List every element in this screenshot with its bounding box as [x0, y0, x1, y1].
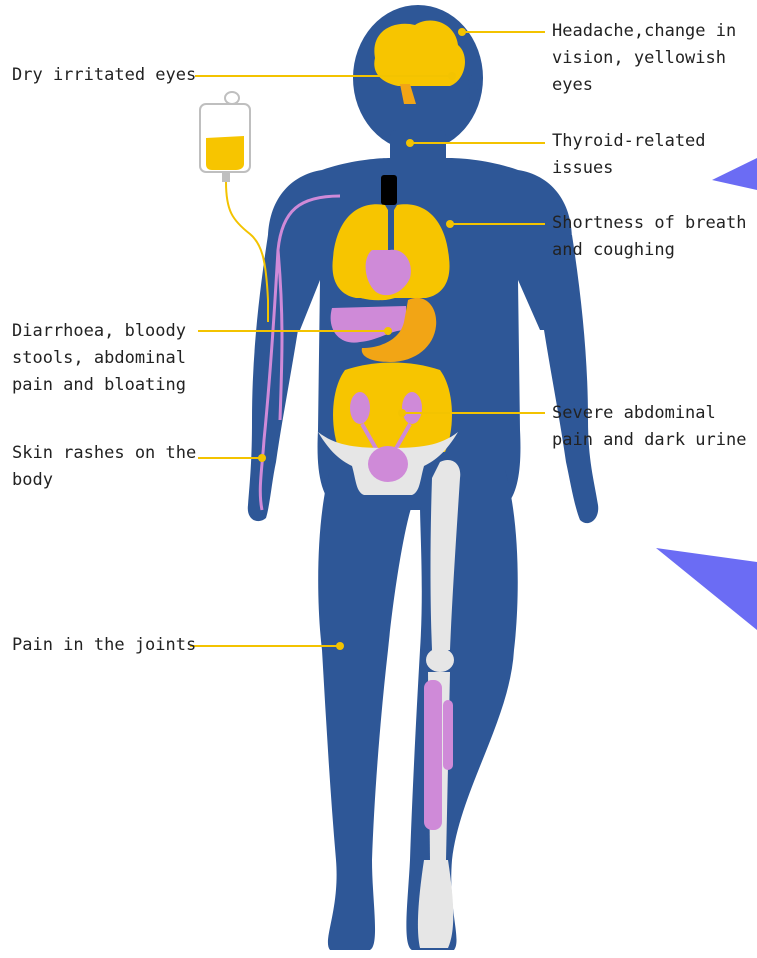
- label-line: Thyroid-related: [552, 128, 706, 155]
- label-breath: Shortness of breath and coughing: [552, 210, 746, 264]
- leader-headache-dot: [458, 28, 466, 36]
- leader-skin-dot: [258, 454, 266, 462]
- label-diarrhoea: Diarrhoea, bloody stools, abdominal pain…: [12, 318, 186, 399]
- label-joints: Pain in the joints: [12, 632, 196, 659]
- right-leg: [318, 470, 412, 950]
- label-line: Diarrhoea, bloody: [12, 318, 186, 345]
- human-silhouette: [248, 5, 598, 950]
- label-line: Dry irritated eyes: [12, 62, 196, 89]
- label-skin: Skin rashes on the body: [12, 440, 196, 494]
- leader-breath-dot: [446, 220, 454, 228]
- shin-muscle: [443, 700, 453, 770]
- leader-severe-dot: [398, 409, 406, 417]
- foot-bones: [418, 860, 453, 948]
- label-severe: Severe abdominal pain and dark urine: [552, 400, 746, 454]
- label-line: Pain in the joints: [12, 632, 196, 659]
- label-line: pain and dark urine: [552, 427, 746, 454]
- left-arm: [544, 235, 598, 523]
- label-line: Severe abdominal: [552, 400, 746, 427]
- calf-muscle: [424, 680, 442, 830]
- label-thyroid: Thyroid-related issues: [552, 128, 706, 182]
- label-line: vision, yellowish: [552, 45, 736, 72]
- leader-joints-dot: [336, 642, 344, 650]
- decorative-arrow-lower: [656, 548, 757, 630]
- bladder: [368, 446, 408, 482]
- label-line: stools, abdominal: [12, 345, 186, 372]
- leader-eyes-dot: [448, 72, 456, 80]
- label-line: Shortness of breath: [552, 210, 746, 237]
- label-eyes: Dry irritated eyes: [12, 62, 196, 89]
- label-headache: Headache,change in vision, yellowish eye…: [552, 18, 736, 99]
- label-line: eyes: [552, 72, 736, 99]
- label-line: Headache,change in: [552, 18, 736, 45]
- label-line: issues: [552, 155, 706, 182]
- label-line: pain and bloating: [12, 372, 186, 399]
- label-line: and coughing: [552, 237, 746, 264]
- left-kidney: [402, 392, 422, 424]
- iv-bag-icon: [200, 92, 250, 182]
- right-arm: [248, 235, 298, 521]
- leader-diarrhoea-dot: [384, 327, 392, 335]
- decorative-arrow-upper: [712, 158, 757, 190]
- label-line: body: [12, 467, 196, 494]
- leader-thyroid-dot: [406, 139, 414, 147]
- trachea: [381, 175, 397, 205]
- knee: [426, 648, 454, 672]
- label-line: Skin rashes on the: [12, 440, 196, 467]
- right-kidney: [350, 392, 370, 424]
